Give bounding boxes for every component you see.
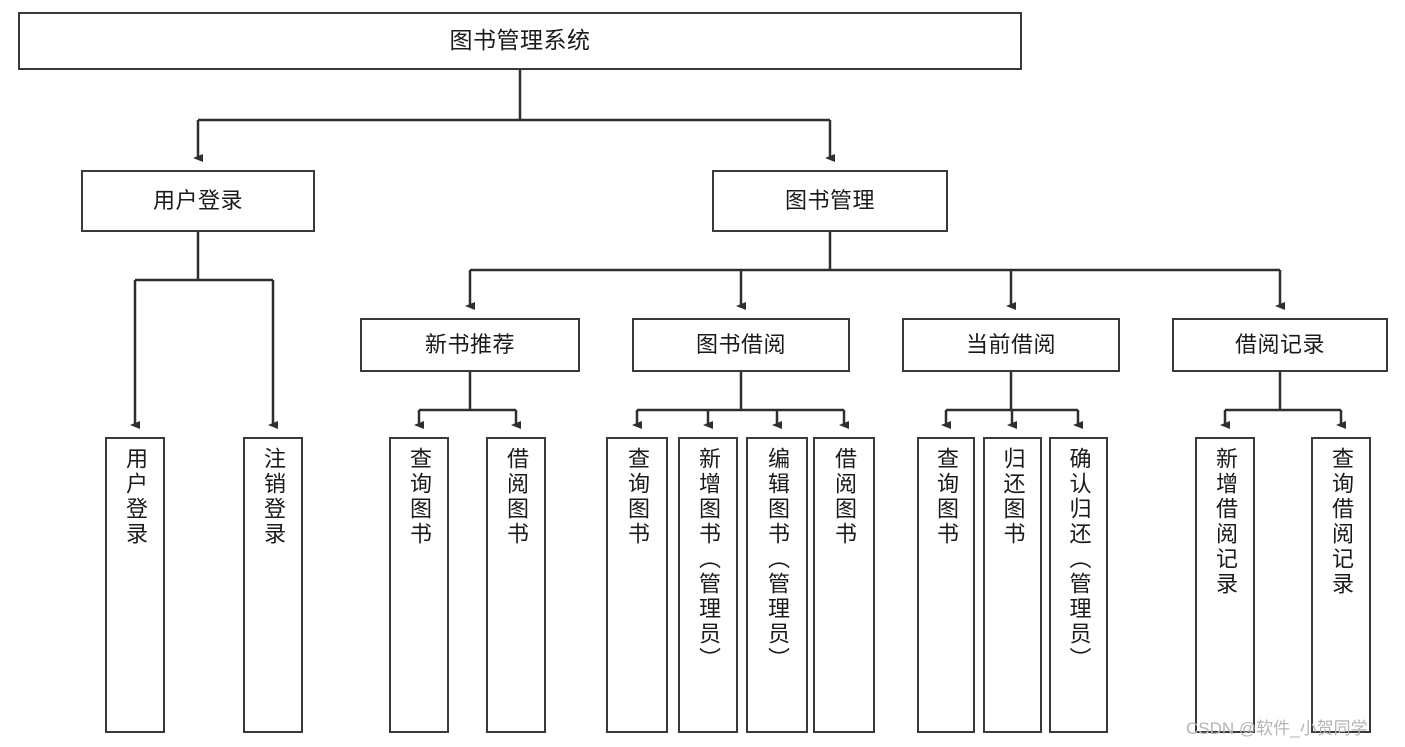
node-leaf-query-book-3-label: 查询图书	[934, 447, 959, 547]
node-leaf-query-book-2-label: 查询图书	[625, 447, 650, 547]
node-leaf-return-book[interactable]: 归还图书	[983, 437, 1042, 733]
node-leaf-add-book[interactable]: 新增图书（管理员）	[678, 437, 738, 733]
node-root-label: 图书管理系统	[449, 27, 591, 54]
node-leaf-borrow-book-1-label: 借阅图书	[504, 447, 529, 547]
node-leaf-logout[interactable]: 注销登录	[243, 437, 303, 733]
node-leaf-add-record[interactable]: 新增借阅记录	[1195, 437, 1255, 733]
node-current-borrow-label: 当前借阅	[965, 332, 1056, 358]
node-leaf-edit-book[interactable]: 编辑图书（管理员）	[746, 437, 808, 733]
node-leaf-user-login[interactable]: 用户登录	[105, 437, 165, 733]
node-leaf-query-book-2[interactable]: 查询图书	[606, 437, 668, 733]
node-leaf-query-book-1-label: 查询图书	[407, 447, 432, 547]
node-leaf-confirm-return-label: 确认归还（管理员）	[1066, 447, 1092, 672]
node-borrow-record[interactable]: 借阅记录	[1172, 318, 1388, 372]
node-leaf-add-book-label: 新增图书（管理员）	[696, 447, 721, 672]
node-book-manage-label: 图书管理	[784, 188, 875, 214]
node-leaf-borrow-book-2-label: 借阅图书	[832, 447, 857, 547]
node-current-borrow[interactable]: 当前借阅	[902, 318, 1120, 372]
node-new-book-rec[interactable]: 新书推荐	[360, 318, 580, 372]
node-leaf-confirm-return[interactable]: 确认归还（管理员）	[1049, 437, 1108, 733]
node-leaf-borrow-book-2[interactable]: 借阅图书	[813, 437, 875, 733]
node-user-login[interactable]: 用户登录	[81, 170, 315, 232]
node-book-borrow-label: 图书借阅	[695, 332, 786, 358]
node-leaf-user-login-label: 用户登录	[123, 447, 148, 547]
node-book-manage[interactable]: 图书管理	[712, 170, 948, 232]
watermark: CSDN @软件_小贺同学	[1186, 719, 1368, 738]
node-leaf-query-book-1[interactable]: 查询图书	[389, 437, 449, 733]
node-leaf-query-record[interactable]: 查询借阅记录	[1311, 437, 1371, 733]
node-user-login-label: 用户登录	[152, 188, 243, 214]
node-leaf-edit-book-label: 编辑图书（管理员）	[765, 447, 790, 672]
node-borrow-record-label: 借阅记录	[1234, 332, 1325, 358]
node-new-book-rec-label: 新书推荐	[424, 332, 515, 358]
node-leaf-add-record-label: 新增借阅记录	[1213, 447, 1238, 597]
node-root[interactable]: 图书管理系统	[18, 12, 1022, 70]
node-leaf-query-book-3[interactable]: 查询图书	[917, 437, 975, 733]
node-leaf-logout-label: 注销登录	[261, 447, 286, 547]
node-leaf-query-record-label: 查询借阅记录	[1329, 447, 1354, 597]
node-leaf-return-book-label: 归还图书	[1000, 447, 1026, 547]
node-book-borrow[interactable]: 图书借阅	[632, 318, 850, 372]
node-leaf-borrow-book-1[interactable]: 借阅图书	[486, 437, 546, 733]
